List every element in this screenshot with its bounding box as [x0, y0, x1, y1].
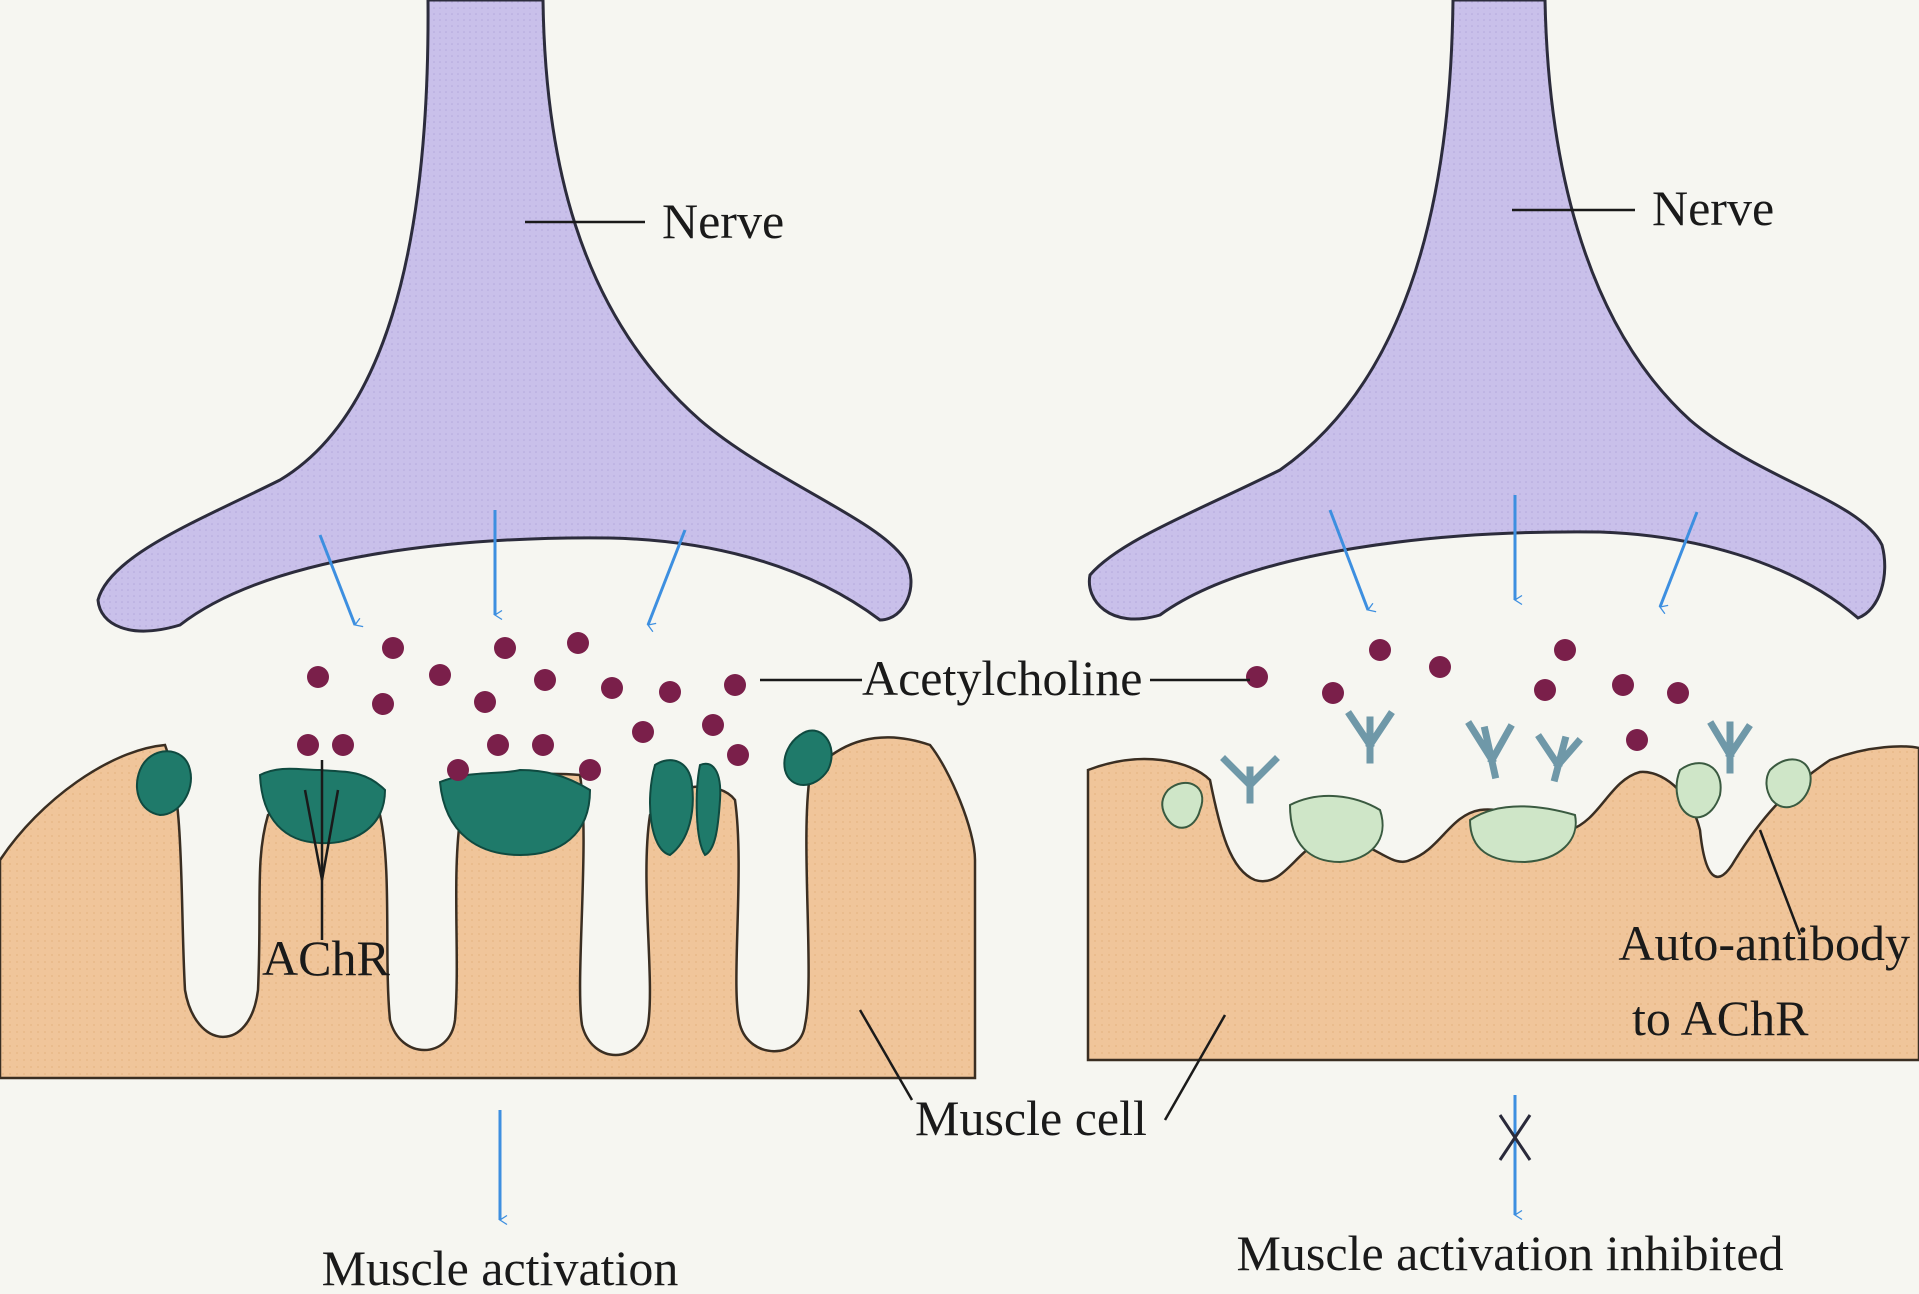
nerve-terminal-right — [1089, 0, 1884, 619]
acetylcholine-left — [297, 632, 749, 781]
acetylcholine-molecule — [601, 677, 623, 699]
acetylcholine-molecule — [487, 734, 509, 756]
acetylcholine-molecule — [532, 734, 554, 756]
nerve-label-left: Nerve — [662, 193, 784, 249]
auto-antibody — [1350, 715, 1390, 760]
acetylcholine-molecule — [727, 744, 749, 766]
acetylcholine-molecule — [1369, 639, 1391, 661]
auto-antibody — [1470, 725, 1510, 775]
acetylcholine-molecule — [702, 714, 724, 736]
release-arrow — [648, 530, 685, 625]
achr-receptor — [137, 751, 191, 815]
auto-antibody — [1225, 760, 1275, 800]
auto-antibody — [1540, 738, 1578, 778]
acetylcholine-molecule — [659, 681, 681, 703]
nerve-label-right: Nerve — [1652, 180, 1774, 236]
acetylcholine-molecule — [1322, 682, 1344, 704]
acetylcholine-molecule — [1667, 682, 1689, 704]
acetylcholine-molecule — [1554, 639, 1576, 661]
acetylcholine-molecule — [494, 637, 516, 659]
blocked-receptor — [1677, 763, 1721, 817]
acetylcholine-molecule — [297, 734, 319, 756]
right-panel: Nerve Auto-antibody to AChR Muscle activ… — [1088, 0, 1919, 1281]
acetylcholine-molecule — [1429, 656, 1451, 678]
nerve-terminal-left — [98, 0, 911, 631]
left-panel: Nerve AChR Muscle activation — [0, 0, 975, 1294]
acetylcholine-molecule — [1612, 674, 1634, 696]
acetylcholine-molecule — [1246, 666, 1268, 688]
acetylcholine-molecule — [567, 632, 589, 654]
acetylcholine-label: Acetylcholine — [862, 650, 1142, 706]
muscle-activation-label: Muscle activation — [322, 1240, 679, 1294]
acetylcholine-molecule — [1534, 679, 1556, 701]
acetylcholine-molecule — [447, 759, 469, 781]
muscle-activation-inhibited-label: Muscle activation inhibited — [1236, 1225, 1783, 1281]
acetylcholine-molecule — [724, 674, 746, 696]
acetylcholine-molecule — [632, 721, 654, 743]
acetylcholine-molecule — [382, 637, 404, 659]
achr-label: AChR — [262, 930, 390, 986]
acetylcholine-molecule — [579, 759, 601, 781]
acetylcholine-molecule — [372, 693, 394, 715]
acetylcholine-molecule — [474, 691, 496, 713]
acetylcholine-molecule — [307, 666, 329, 688]
acetylcholine-molecule — [1626, 729, 1648, 751]
auto-antibody — [1712, 725, 1748, 770]
acetylcholine-molecule — [534, 669, 556, 691]
auto-antibody-label-line2: to AChR — [1632, 990, 1809, 1046]
acetylcholine-molecule — [429, 664, 451, 686]
auto-antibody-label-line1: Auto-antibody — [1618, 915, 1910, 971]
acetylcholine-molecule — [332, 734, 354, 756]
acetylcholine-right — [1246, 639, 1689, 751]
muscle-cell-label: Muscle cell — [915, 1090, 1147, 1146]
